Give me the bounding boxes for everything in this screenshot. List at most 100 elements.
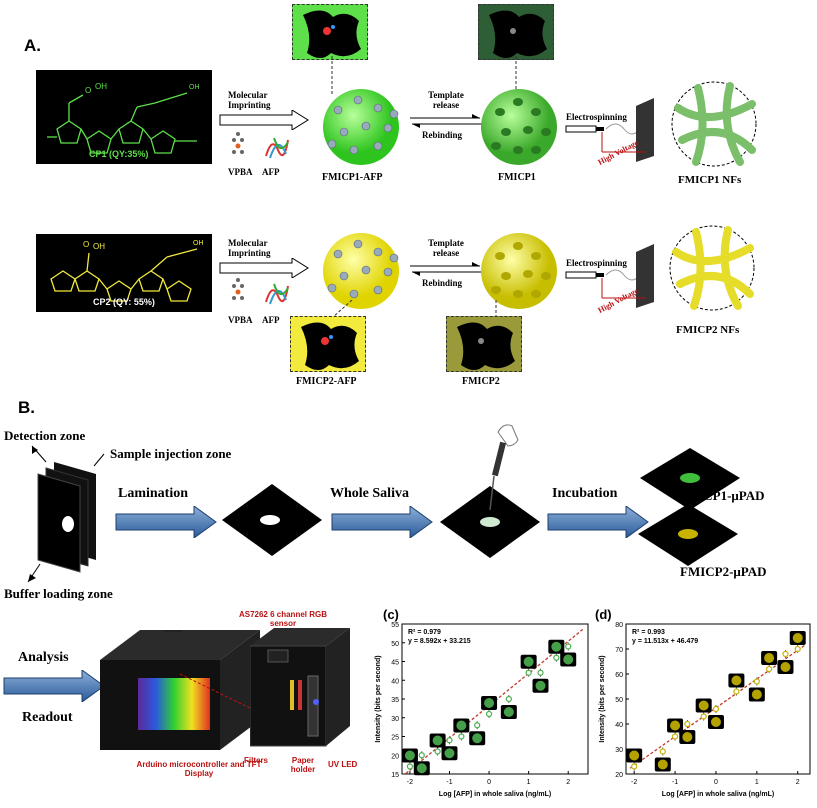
fit-equation-text: y = 8.592x + 33.215 bbox=[408, 638, 471, 645]
fmicp1-nfs-label: FMICP1 NFs bbox=[678, 174, 742, 186]
panel-b-label: B. bbox=[18, 398, 35, 417]
saliva-injection-upad bbox=[440, 424, 540, 558]
zoom-dash-line-4 bbox=[495, 300, 497, 318]
fmicp2-zoom-inset bbox=[446, 316, 522, 372]
spot-fluorescence bbox=[710, 717, 721, 727]
fmicp2-upad bbox=[638, 504, 738, 566]
data-point bbox=[446, 737, 453, 744]
spot-fluorescence bbox=[523, 656, 534, 667]
cp1-molecule-drawing: O OH OH bbox=[47, 82, 200, 154]
vpba-afp-molecules-2 bbox=[232, 278, 289, 305]
y-tick-label: 30 bbox=[615, 747, 623, 754]
electrospinning-setup-2 bbox=[565, 244, 654, 308]
fmicp1-sphere bbox=[481, 89, 557, 165]
data-point bbox=[565, 643, 572, 650]
fit-line bbox=[629, 643, 807, 769]
data-point bbox=[712, 705, 720, 713]
imprint-cavity-drawing-2 bbox=[489, 10, 547, 59]
electrospinning-label-2: Electrospinning bbox=[566, 258, 627, 268]
x-tick-label: 2 bbox=[796, 779, 800, 786]
spot-fluorescence bbox=[551, 641, 562, 652]
zoom-dash-line-1 bbox=[331, 56, 333, 94]
y-tick-label: 15 bbox=[391, 772, 399, 779]
imprinting-arrow-1 bbox=[219, 110, 309, 130]
vpba-label-2: VPBA bbox=[228, 315, 253, 325]
spot-fluorescence bbox=[456, 720, 467, 731]
data-point bbox=[684, 720, 691, 728]
fmicp2-afp-zoom-inset bbox=[290, 316, 366, 372]
analysis-arrow bbox=[3, 670, 105, 702]
rebinding-label-1: Rebinding bbox=[422, 130, 463, 140]
device-interior bbox=[250, 628, 350, 747]
x-tick-label: 0 bbox=[487, 779, 491, 786]
afp-label-2: AFP bbox=[262, 315, 280, 325]
plot-frame bbox=[625, 623, 811, 775]
data-point bbox=[631, 763, 638, 770]
fmicp1-afp-sphere bbox=[323, 89, 399, 165]
data-point bbox=[782, 650, 789, 658]
r-squared-text: R² = 0.993 bbox=[632, 629, 665, 636]
svg-text:OH: OH bbox=[189, 84, 200, 91]
fmicp2-upad-label: FMICP2-μPAD bbox=[680, 564, 767, 579]
data-point bbox=[525, 669, 532, 676]
y-tick-label: 40 bbox=[615, 722, 623, 729]
uv-led-label: UV LED bbox=[328, 760, 358, 769]
cp2-caption: CP2 (QY: 55%) bbox=[93, 297, 155, 307]
chart-d-panel-label: (d) bbox=[595, 607, 612, 622]
buffer-loading-zone-label: Buffer loading zone bbox=[4, 586, 113, 601]
fmicp1-afp-label: FMICP1-AFP bbox=[322, 172, 383, 183]
fmicp2-afp-label: FMICP2-AFP bbox=[296, 376, 357, 387]
x-tick-label: -1 bbox=[672, 779, 678, 786]
incubation-arrow bbox=[547, 506, 649, 538]
spot-fluorescence bbox=[751, 689, 762, 700]
spot-fluorescence bbox=[535, 680, 546, 691]
y-axis-label: Intensity (bits per second) bbox=[599, 655, 606, 742]
data-point bbox=[406, 763, 414, 770]
electrospinning-setup-1 bbox=[565, 98, 654, 162]
svg-text:O: O bbox=[85, 86, 91, 95]
sensor-label: AS7262 6 channel RGB sensor bbox=[238, 610, 328, 628]
template-release-arrows-2 bbox=[410, 262, 482, 276]
spot-fluorescence bbox=[792, 633, 803, 643]
arduino-label: Arduino microcontroller and TFT Display bbox=[136, 760, 262, 778]
y-tick-label: 30 bbox=[391, 716, 399, 723]
rebinding-label-2: Rebinding bbox=[422, 278, 463, 288]
data-point bbox=[766, 665, 773, 673]
data-point bbox=[659, 748, 666, 755]
molecular-imprinting-label-1: Molecular Imprinting bbox=[228, 90, 271, 110]
y-tick-label: 70 bbox=[615, 647, 623, 654]
spot-fluorescence bbox=[484, 698, 495, 708]
data-point bbox=[537, 669, 544, 676]
y-tick-label: 25 bbox=[391, 735, 399, 742]
fmicp1-nanofibers bbox=[671, 81, 757, 167]
spot-fluorescence bbox=[670, 720, 681, 731]
laminated-upad bbox=[222, 484, 322, 556]
data-point bbox=[418, 752, 425, 759]
y-tick-label: 55 bbox=[391, 622, 399, 629]
cp2-structure-image: O OH OH CP2 (QY: 55%) bbox=[36, 234, 212, 312]
afp-label-1: AFP bbox=[262, 167, 280, 177]
svg-text:OH: OH bbox=[93, 242, 105, 251]
chart-c-panel-label: (c) bbox=[383, 607, 399, 622]
paper-holder-label: Paper holder bbox=[290, 756, 316, 774]
cp1-structure-image: O OH OH CP1 (QY:35%) bbox=[36, 70, 212, 164]
readout-label: Readout bbox=[22, 710, 73, 725]
sample-injection-zone-label: Sample injection zone bbox=[110, 446, 232, 461]
fit-equation-text: y = 11.513x + 46.479 bbox=[632, 638, 698, 645]
y-tick-label: 35 bbox=[391, 697, 399, 704]
spot-fluorescence bbox=[657, 759, 668, 770]
data-point bbox=[474, 722, 481, 729]
analysis-label: Analysis bbox=[18, 650, 69, 665]
data-point bbox=[794, 645, 801, 653]
template-release-label-2: Template release bbox=[428, 238, 464, 258]
detection-zone-label: Detection zone bbox=[4, 428, 86, 443]
template-release-arrows-1 bbox=[410, 114, 482, 128]
spot-fluorescence bbox=[416, 763, 427, 774]
spot-fluorescence bbox=[503, 707, 514, 717]
fmicp2-label: FMICP2 bbox=[462, 376, 500, 387]
panel-a-label: A. bbox=[24, 36, 41, 55]
y-tick-label: 50 bbox=[615, 697, 623, 704]
x-tick-label: 1 bbox=[527, 779, 531, 786]
spot-fluorescence bbox=[731, 675, 742, 686]
